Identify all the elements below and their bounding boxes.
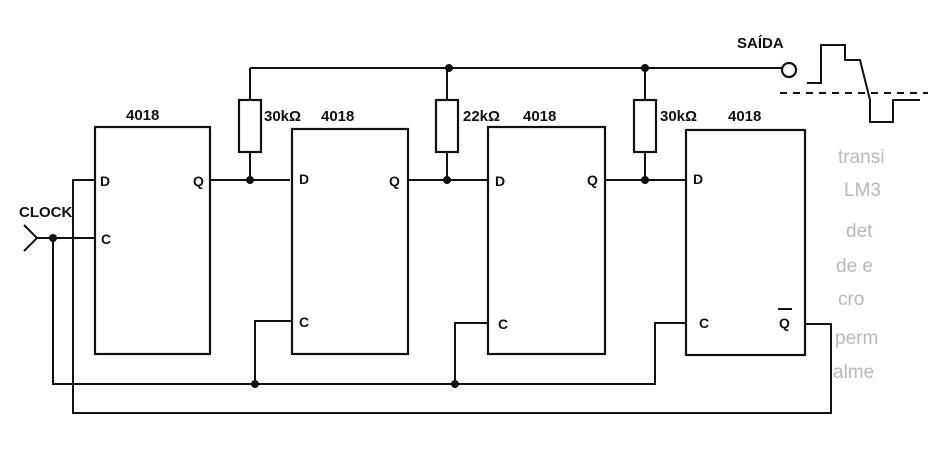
bleed-line: cro (838, 289, 864, 310)
bleed-line: perm (835, 328, 878, 349)
clock-input-arrow (23, 224, 39, 252)
bleed-line: alme (833, 362, 874, 383)
chip-4 (684, 128, 807, 357)
junction-dot (641, 176, 649, 184)
chip-2-pin-c: C (299, 314, 309, 330)
output-label: SAÍDA (737, 35, 784, 52)
chip-1-pin-q: Q (193, 173, 204, 189)
bleed-line: transi (838, 147, 884, 168)
resistor-1 (237, 98, 263, 154)
clock-to-c3-wire (454, 322, 488, 384)
bleed-line: de e (836, 256, 873, 277)
clock-to-c4-wire (455, 322, 686, 385)
chip-2 (290, 127, 410, 356)
chip-4-pin-c: C (699, 315, 709, 331)
chip-3-pin-c: C (498, 316, 508, 332)
resistor-2-value: 22kΩ (463, 108, 500, 125)
junction-dot (49, 234, 57, 242)
chip-1-pin-c: C (101, 231, 111, 247)
junction-dot (641, 64, 649, 72)
clock-bus-wire (52, 238, 455, 385)
bleed-line: det (846, 221, 873, 242)
chip-3-name: 4018 (523, 108, 556, 125)
chip-1 (93, 125, 212, 356)
chip-2-pin-d: D (299, 171, 309, 187)
chip-4-pin-qbar: Q (779, 315, 790, 331)
junction-dot (445, 64, 453, 72)
output-waveform (780, 44, 928, 123)
resistor-3 (632, 98, 658, 154)
chip-4-pin-d: D (693, 171, 703, 187)
junction-dot (451, 380, 459, 388)
chip-3 (486, 125, 607, 356)
junction-dot (246, 176, 254, 184)
junction-dot (443, 176, 451, 184)
bleed-through-text: transi LM3 det de e cro perm alme (833, 147, 884, 383)
clock-to-c2-wire (254, 320, 292, 384)
clock-label: CLOCK (19, 204, 72, 221)
junction-dots (49, 64, 649, 388)
chip-3-pin-q: Q (587, 172, 598, 188)
chip-1-pin-d: D (100, 173, 110, 189)
waveform-trace (807, 44, 920, 123)
chip-2-name: 4018 (321, 108, 354, 125)
chip-3-pin-d: D (495, 173, 505, 189)
chip-4-name: 4018 (728, 108, 761, 125)
output-terminal (780, 61, 798, 79)
resistor-3-value: 30kΩ (660, 108, 697, 125)
junction-dot (251, 380, 259, 388)
feedback-wire (72, 179, 832, 414)
chip-2-pin-q: Q (389, 173, 400, 189)
bleed-line: LM3 (844, 180, 881, 201)
resistor-1-value: 30kΩ (264, 108, 301, 125)
chip-1-name: 4018 (126, 107, 159, 124)
resistor-2 (434, 98, 460, 154)
